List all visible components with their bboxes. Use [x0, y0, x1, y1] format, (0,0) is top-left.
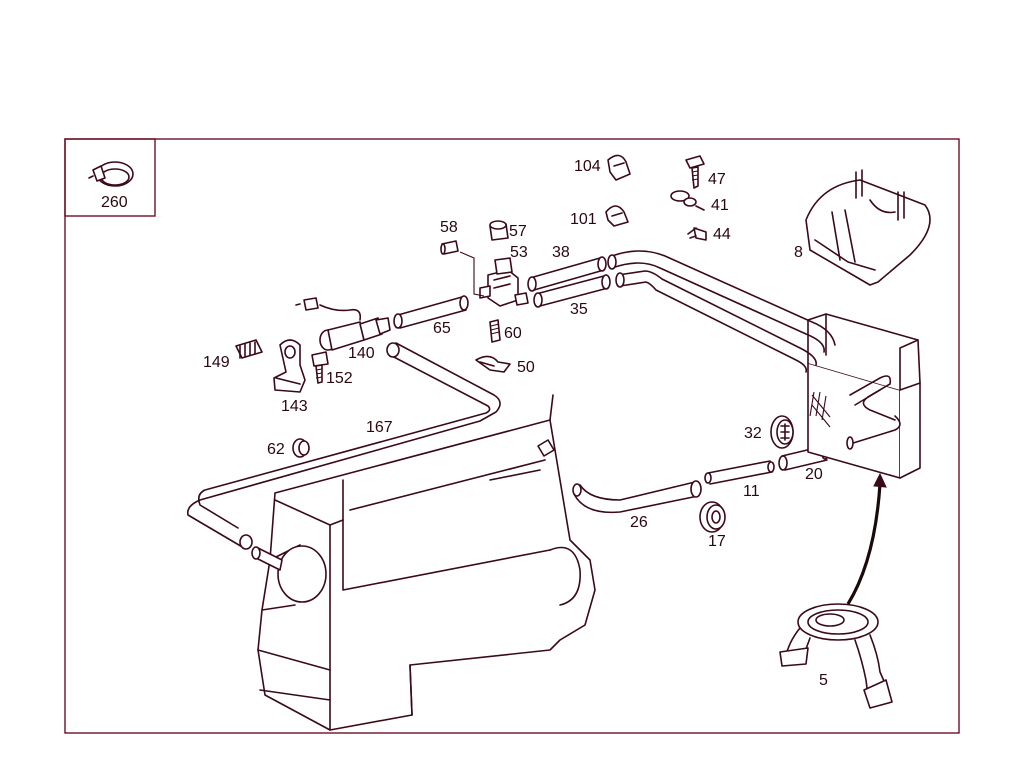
pipe-35[interactable]	[533, 274, 611, 308]
bolt-152[interactable]	[311, 351, 329, 384]
plug-62[interactable]	[292, 438, 310, 458]
label-140: 140	[348, 345, 375, 362]
grommet-17[interactable]	[699, 501, 726, 533]
label-65: 65	[433, 320, 451, 337]
label-62: 62	[267, 441, 285, 458]
label-101: 101	[570, 211, 597, 228]
label-104: 104	[574, 158, 601, 175]
clip-50[interactable]	[475, 355, 511, 373]
heater-core[interactable]	[807, 313, 921, 479]
pipe-38[interactable]	[527, 256, 607, 292]
pipe-11[interactable]	[704, 460, 775, 485]
label-50: 50	[517, 359, 535, 376]
label-57: 57	[509, 223, 527, 240]
pump-140[interactable]	[295, 297, 391, 351]
sleeve-58[interactable]	[440, 240, 459, 255]
clamp-104[interactable]	[607, 154, 631, 181]
connector-149[interactable]	[235, 339, 263, 359]
label-8: 8	[794, 244, 803, 261]
hose-26[interactable]	[572, 480, 702, 514]
label-20: 20	[805, 466, 823, 483]
label-44: 44	[713, 226, 731, 243]
clamp-101[interactable]	[605, 205, 629, 227]
label-38: 38	[552, 244, 570, 261]
label-35: 35	[570, 301, 588, 318]
air-duct-5[interactable]	[779, 603, 893, 709]
screw-60[interactable]	[489, 319, 501, 343]
label-260: 260	[101, 194, 128, 211]
clip-44[interactable]	[687, 227, 707, 241]
label-149: 149	[203, 354, 230, 371]
assembly-arrow	[846, 472, 887, 605]
bracket-143[interactable]	[273, 339, 306, 393]
hose-clamp-icon[interactable]	[88, 161, 134, 187]
grommet-32[interactable]	[770, 415, 794, 449]
label-143: 143	[281, 398, 308, 415]
screw-47[interactable]	[685, 155, 705, 189]
cap-57[interactable]	[489, 220, 509, 241]
heater-bracket-8[interactable]	[805, 169, 931, 286]
label-26: 26	[630, 514, 648, 531]
label-60: 60	[504, 325, 522, 342]
water-valve-53[interactable]	[479, 257, 529, 307]
hose-167[interactable]	[186, 342, 501, 550]
label-11: 11	[743, 483, 760, 500]
label-47: 47	[708, 171, 726, 188]
label-58: 58	[440, 219, 458, 236]
diagram-frame	[64, 138, 960, 734]
hose-65[interactable]	[393, 295, 469, 329]
clip-41[interactable]	[670, 190, 705, 211]
label-53: 53	[510, 244, 528, 261]
label-167: 167	[366, 419, 393, 436]
label-5: 5	[819, 672, 828, 689]
label-32: 32	[744, 425, 762, 442]
leader-58	[459, 251, 485, 297]
label-17: 17	[708, 533, 726, 550]
label-41: 41	[711, 197, 729, 214]
heater-feed-pipes	[607, 250, 836, 373]
inset-box	[64, 138, 156, 217]
engine-block	[251, 394, 596, 731]
label-152: 152	[326, 370, 353, 387]
